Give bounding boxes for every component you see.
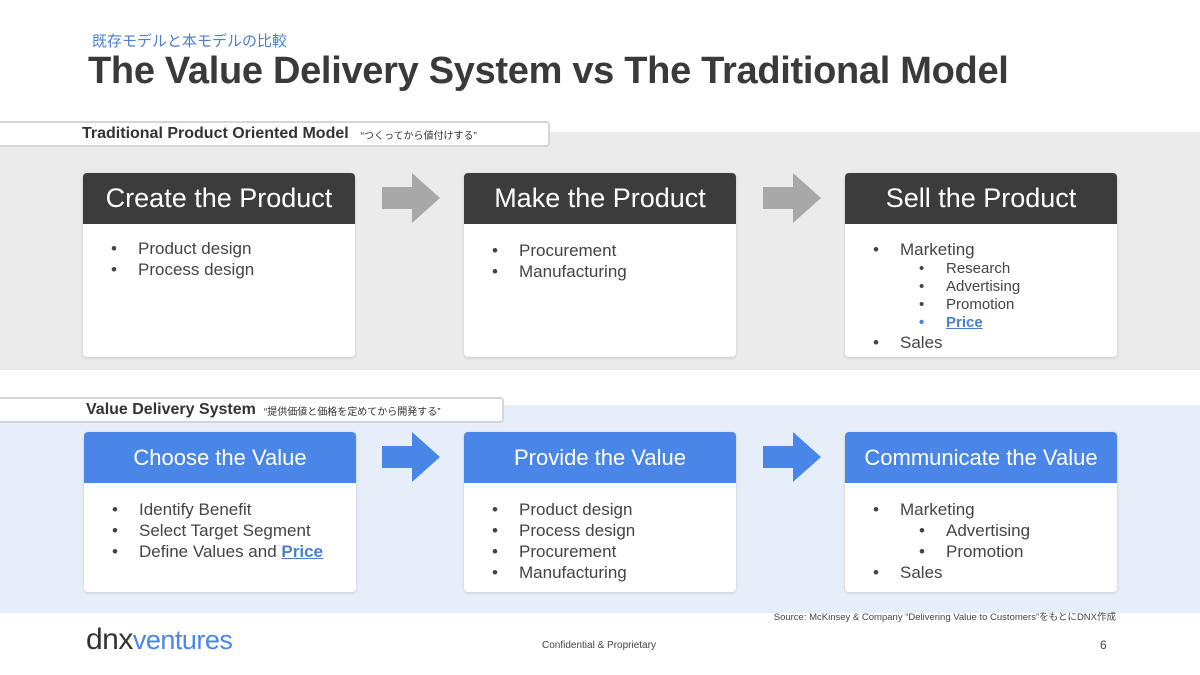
arrow-right-icon: [382, 432, 440, 482]
list-item: Product design: [492, 499, 736, 520]
sub-list-item: Advertising: [919, 278, 1117, 296]
list-item: Sales: [873, 562, 1117, 583]
card-header: Sell the Product: [845, 173, 1117, 224]
price-link[interactable]: Price: [281, 542, 323, 561]
traditional-model-label: Traditional Product Oriented Model “つくって…: [0, 121, 550, 147]
price-link[interactable]: Price: [919, 314, 1117, 332]
list-item: Identify Benefit: [112, 499, 356, 520]
logo-dnx: dnx: [86, 623, 133, 656]
confidential-notice: Confidential & Proprietary: [542, 640, 656, 651]
logo-ventures: ventures: [132, 625, 233, 655]
value-delivery-caption: “提供価値と価格を定めてから開発する”: [263, 406, 441, 418]
card-provide-the-value: Provide the Value Product design Process…: [464, 432, 736, 592]
page-number: 6: [1100, 638, 1107, 652]
define-values-text: Define Values and: [139, 542, 282, 561]
card-make-the-product: Make the Product Procurement Manufacturi…: [464, 173, 736, 357]
card-header: Communicate the Value: [845, 432, 1117, 483]
card-sell-the-product: Sell the Product Marketing Research Adve…: [845, 173, 1117, 357]
card-create-the-product: Create the Product Product design Proces…: [83, 173, 355, 357]
dnx-ventures-logo: dnxventures: [86, 623, 233, 657]
list-item: Procurement: [492, 541, 736, 562]
card-header: Provide the Value: [464, 432, 736, 483]
card-list: Marketing Advertising Promotion Sales: [845, 483, 1117, 583]
list-item: Manufacturing: [492, 261, 736, 282]
value-delivery-title: Value Delivery System: [86, 401, 256, 418]
sub-list-item: Promotion: [919, 296, 1117, 314]
traditional-model-caption: “つくってから値付けする”: [360, 130, 477, 142]
slide-title: The Value Delivery System vs The Traditi…: [88, 50, 1009, 92]
list-item: Product design: [111, 238, 355, 259]
card-choose-the-value: Choose the Value Identify Benefit Select…: [84, 432, 356, 592]
card-list: Product design Process design: [83, 224, 355, 280]
card-list: Identify Benefit Select Target Segment D…: [84, 483, 356, 562]
value-delivery-label: Value Delivery System “提供価値と価格を定めてから開発する…: [0, 397, 504, 423]
arrow-right-icon: [382, 173, 440, 223]
list-item: Select Target Segment: [112, 520, 356, 541]
list-item: Process design: [111, 259, 355, 280]
list-item: Marketing: [873, 239, 1117, 260]
list-item: Process design: [492, 520, 736, 541]
arrow-right-icon: [763, 173, 821, 223]
card-header: Choose the Value: [84, 432, 356, 483]
arrow-right-icon: [763, 432, 821, 482]
list-item: Marketing: [873, 499, 1117, 520]
traditional-model-title: Traditional Product Oriented Model: [82, 125, 349, 142]
card-header: Create the Product: [83, 173, 355, 224]
card-header: Make the Product: [464, 173, 736, 224]
sub-list-item: Research: [919, 260, 1117, 278]
slide-subtitle: 既存モデルと本モデルの比較: [92, 33, 288, 50]
list-item: Procurement: [492, 240, 736, 261]
card-list: Marketing Research Advertising Promotion…: [845, 224, 1117, 353]
sub-list-item: Advertising: [919, 520, 1117, 541]
source-citation: Source: McKinsey & Company “Delivering V…: [773, 612, 1116, 623]
card-communicate-the-value: Communicate the Value Marketing Advertis…: [845, 432, 1117, 592]
list-item: Sales: [873, 332, 1117, 353]
list-item: Define Values and Price: [112, 541, 356, 562]
list-item: Manufacturing: [492, 562, 736, 583]
card-list: Procurement Manufacturing: [464, 224, 736, 282]
card-list: Product design Process design Procuremen…: [464, 483, 736, 583]
sub-list-item: Promotion: [919, 541, 1117, 562]
